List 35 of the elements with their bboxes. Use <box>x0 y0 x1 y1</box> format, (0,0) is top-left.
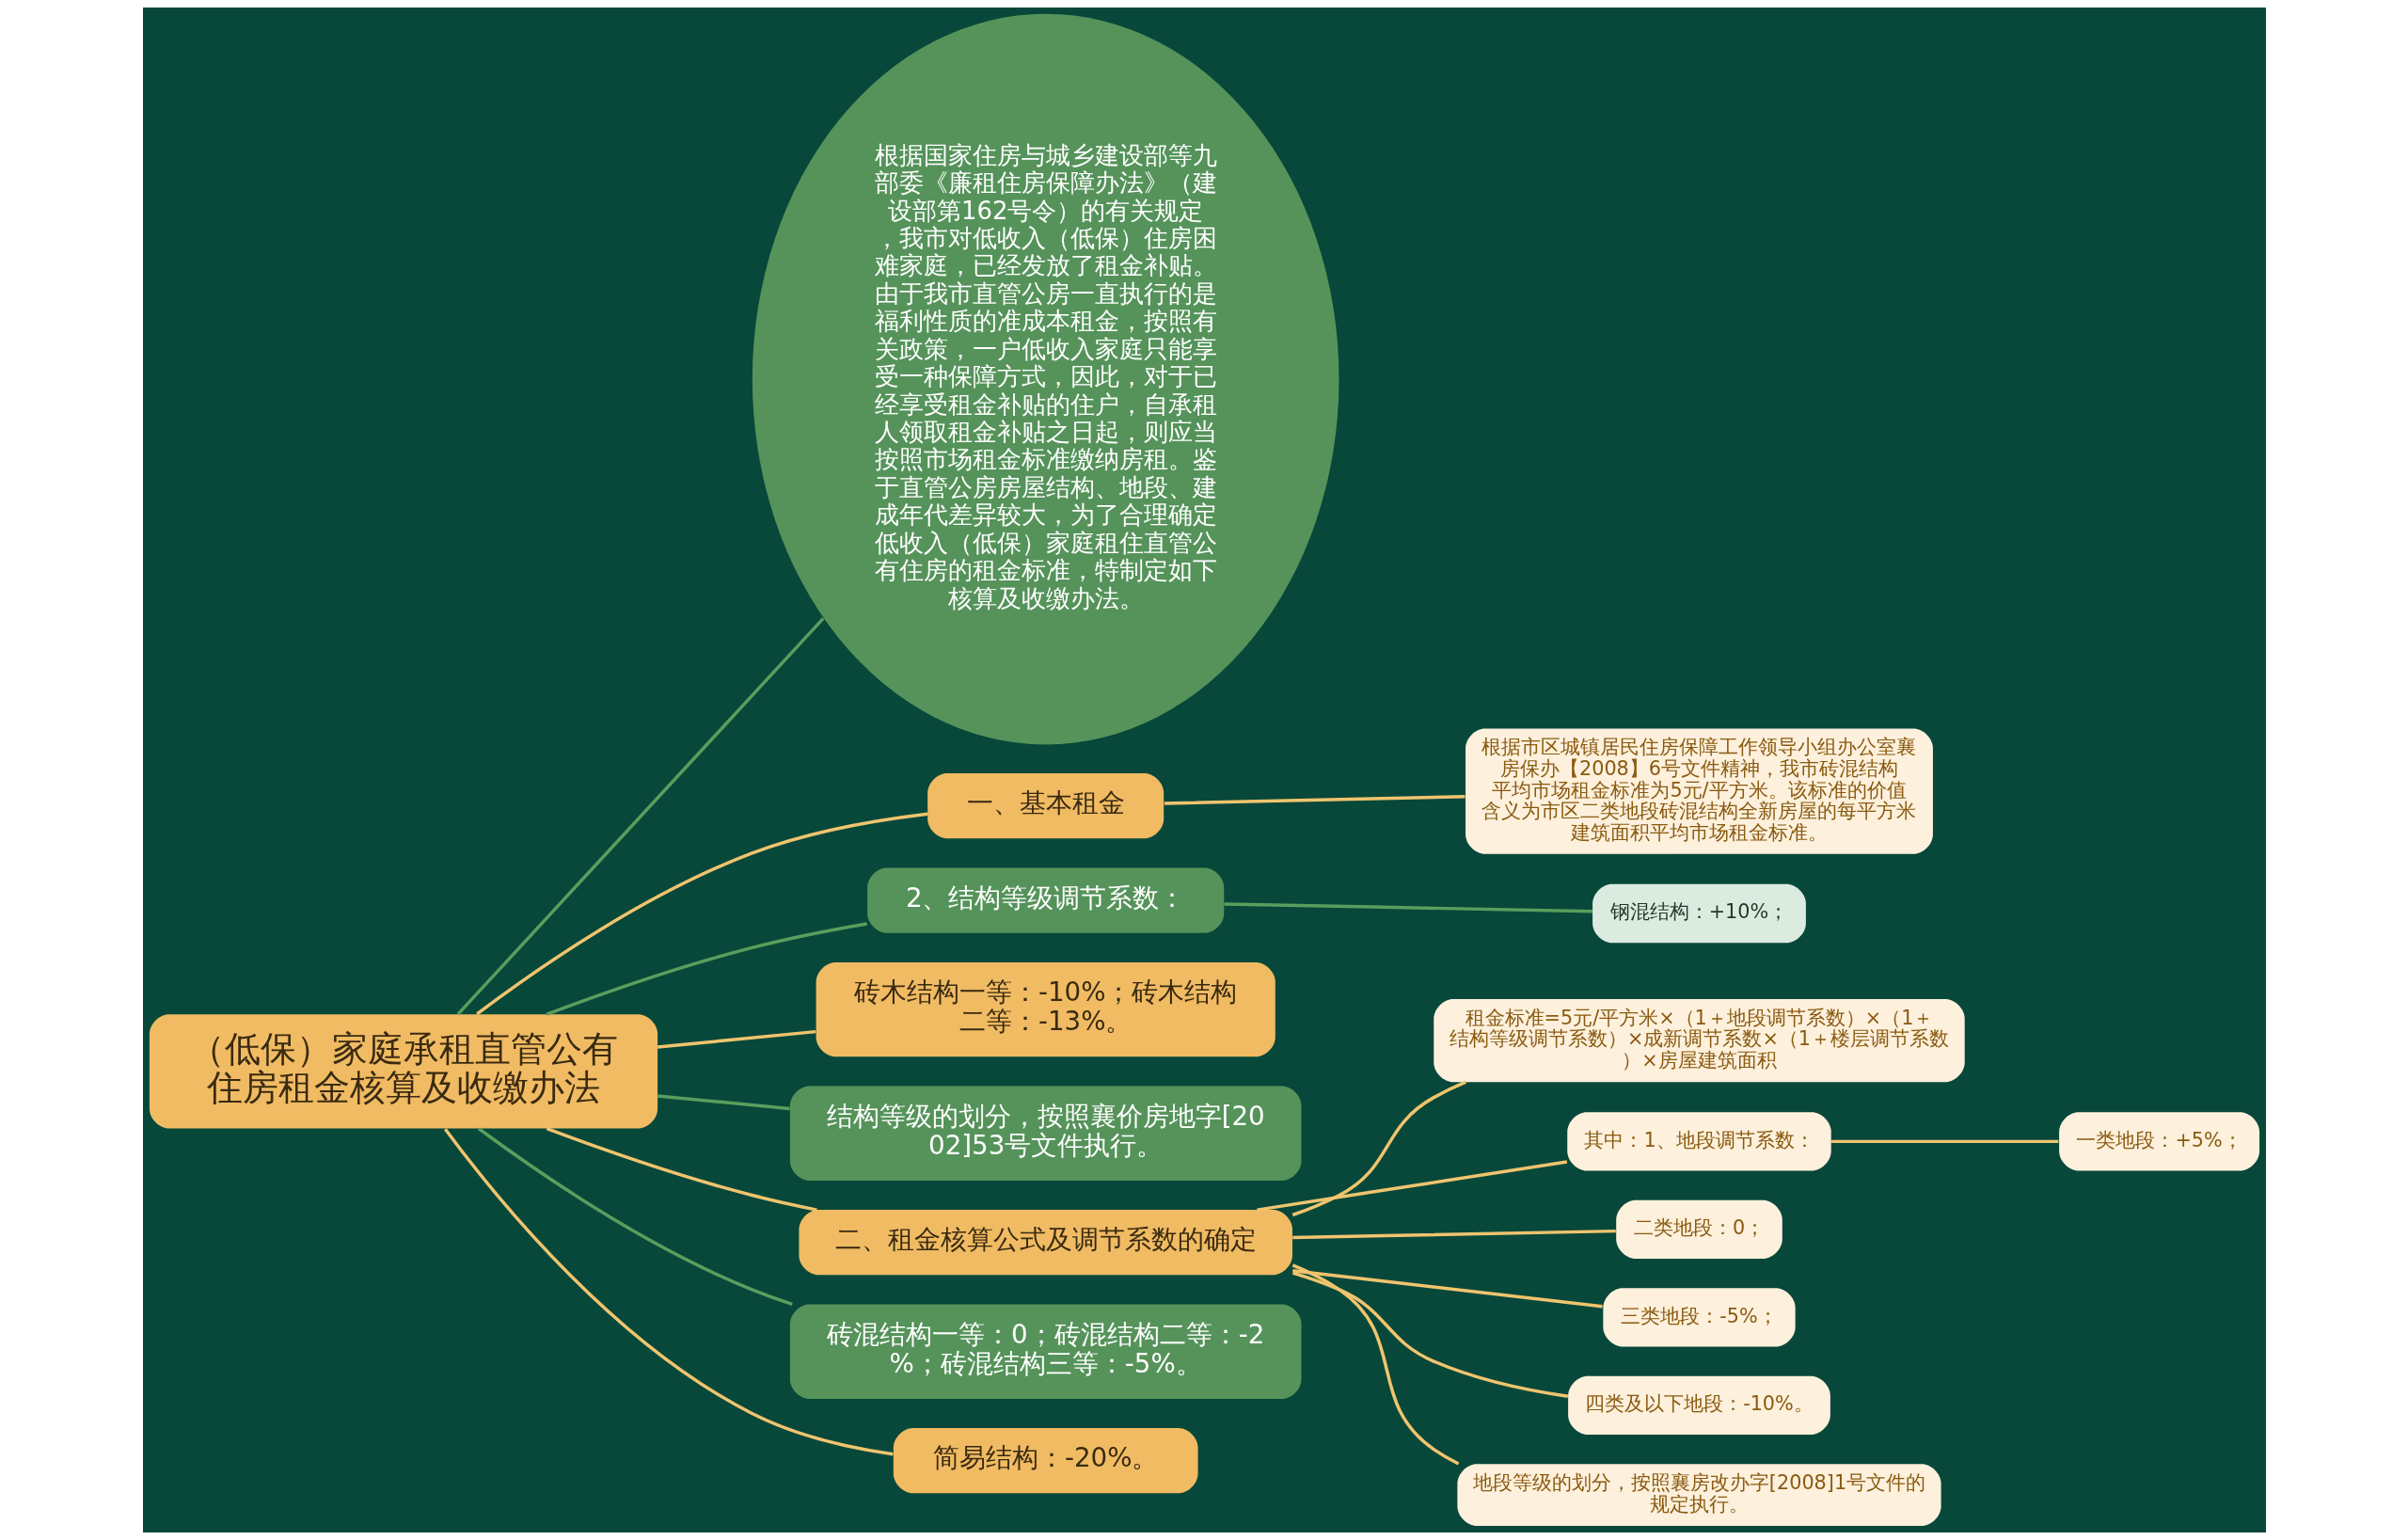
node-box: 三类地段：-5%； <box>1602 1288 1796 1347</box>
node-box: 其中：1、地段调节系数： <box>1566 1112 1831 1171</box>
node-box: 二、租金核算公式及调节系数的确定 <box>798 1210 1292 1276</box>
connector <box>1291 1229 1616 1240</box>
connector <box>657 1029 816 1049</box>
connector <box>443 1128 894 1456</box>
node-box: 二类地段：0； <box>1615 1199 1782 1260</box>
connector <box>1830 1139 2058 1144</box>
connector <box>546 922 867 1016</box>
connector <box>1291 1269 1603 1309</box>
connector <box>475 812 927 1016</box>
connector <box>456 617 824 1016</box>
node-ellipse: 根据国家住房与城乡建设部等九部委《廉租住房保障办法》（建设部第162号令）的有关规定，我市对低收入（低保）住房困难家庭，已经发放了租金补贴。由于我市直管公房一直执行的是福利性质的准成本租金，按照有关政策，一户低收入家庭只能享受一种保障方式，因此，对于已经享受租金补贴的住户，自承租人领取租金补贴之日起，则应当按照市场租金标准缴纳房租。鉴于直管公房房屋结构、地段、建成年代差异较大，为了合理确定低收入（低保）家庭租住直管公有住房的租金标准，特制定如下核算及收缴办法。 <box>752 13 1339 745</box>
node-box: 砖木结构一等：-10%；砖木结构二等：-13%。 <box>816 961 1275 1057</box>
connector <box>1291 1080 1466 1217</box>
connector <box>1256 1160 1567 1212</box>
node-box: 砖混结构一等：0；砖混结构二等：-2%；砖混结构三等：-5%。 <box>789 1304 1301 1399</box>
connector <box>1291 1271 1568 1398</box>
connector <box>1164 795 1465 805</box>
node-box: 根据市区城镇居民住房保障工作领导小组办公室襄房保办【2008】6号文件精神，我市砖混结构平均市场租金标准为5元/平方米。该标准的价值含义为市区二类地段砖混结构全新房屋的每平方米建筑面积平均市场租金标准。 <box>1465 728 1933 854</box>
node-box: 简易结构：-20%。 <box>893 1428 1198 1494</box>
node-box: 2、结构等级调节系数： <box>866 867 1224 933</box>
connector <box>546 1127 817 1212</box>
connector <box>1223 902 1592 913</box>
connector <box>477 1127 793 1307</box>
node-box: 租金标准=5元/平方米×（1＋地段调节系数）×（1＋结构等级调节系数）×成新调节系数×（1＋楼层调节系数）×房屋建筑面积 <box>1433 998 1965 1083</box>
node-box: 钢混结构：+10%； <box>1592 883 1806 944</box>
connector <box>657 1094 790 1111</box>
connector <box>1291 1263 1459 1466</box>
node-box: 一类地段：+5%； <box>2058 1112 2259 1171</box>
node-box: （低保）家庭承租直管公有住房租金核算及收缴办法 <box>149 1014 657 1129</box>
node-box: 四类及以下地段：-10%。 <box>1567 1375 1830 1435</box>
node-box: 一、基本租金 <box>927 773 1164 839</box>
node-box: 结构等级的划分，按照襄价房地字[2002]53号文件执行。 <box>789 1086 1301 1181</box>
node-box: 地段等级的划分，按照襄房改办字[2008]1号文件的规定执行。 <box>1456 1464 1941 1526</box>
